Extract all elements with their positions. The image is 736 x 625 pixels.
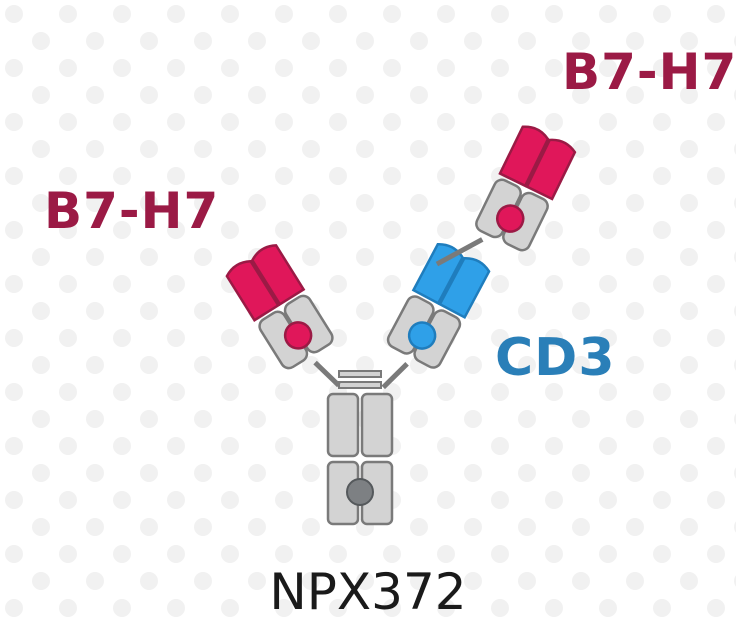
right-arm-cd3	[381, 242, 491, 390]
b7h7-label-right: B7-H7	[562, 43, 736, 101]
b7h7-binder-domain	[225, 260, 280, 322]
b7h7-label-left: B7-H7	[44, 182, 220, 240]
cd3-binder-domain	[438, 257, 491, 320]
fc-domain	[326, 392, 360, 458]
b7h7-binder-domain	[498, 125, 550, 188]
hinge	[338, 370, 382, 389]
b7h7-binder-domain	[250, 244, 306, 307]
fc-core-dot	[346, 478, 374, 506]
b7h7-binding-dot	[495, 204, 525, 233]
b7h7-binder-domain	[525, 138, 577, 201]
fc-domain	[360, 392, 394, 458]
molecule-name: NPX372	[269, 563, 467, 621]
cd3-binding-dot	[407, 321, 437, 350]
right-arm-b7h7	[435, 125, 577, 267]
cd3-label: CD3	[495, 328, 616, 388]
b7h7-binding-dot	[283, 321, 313, 350]
fc-region	[326, 392, 394, 526]
left-arm-b7h7	[225, 244, 341, 388]
